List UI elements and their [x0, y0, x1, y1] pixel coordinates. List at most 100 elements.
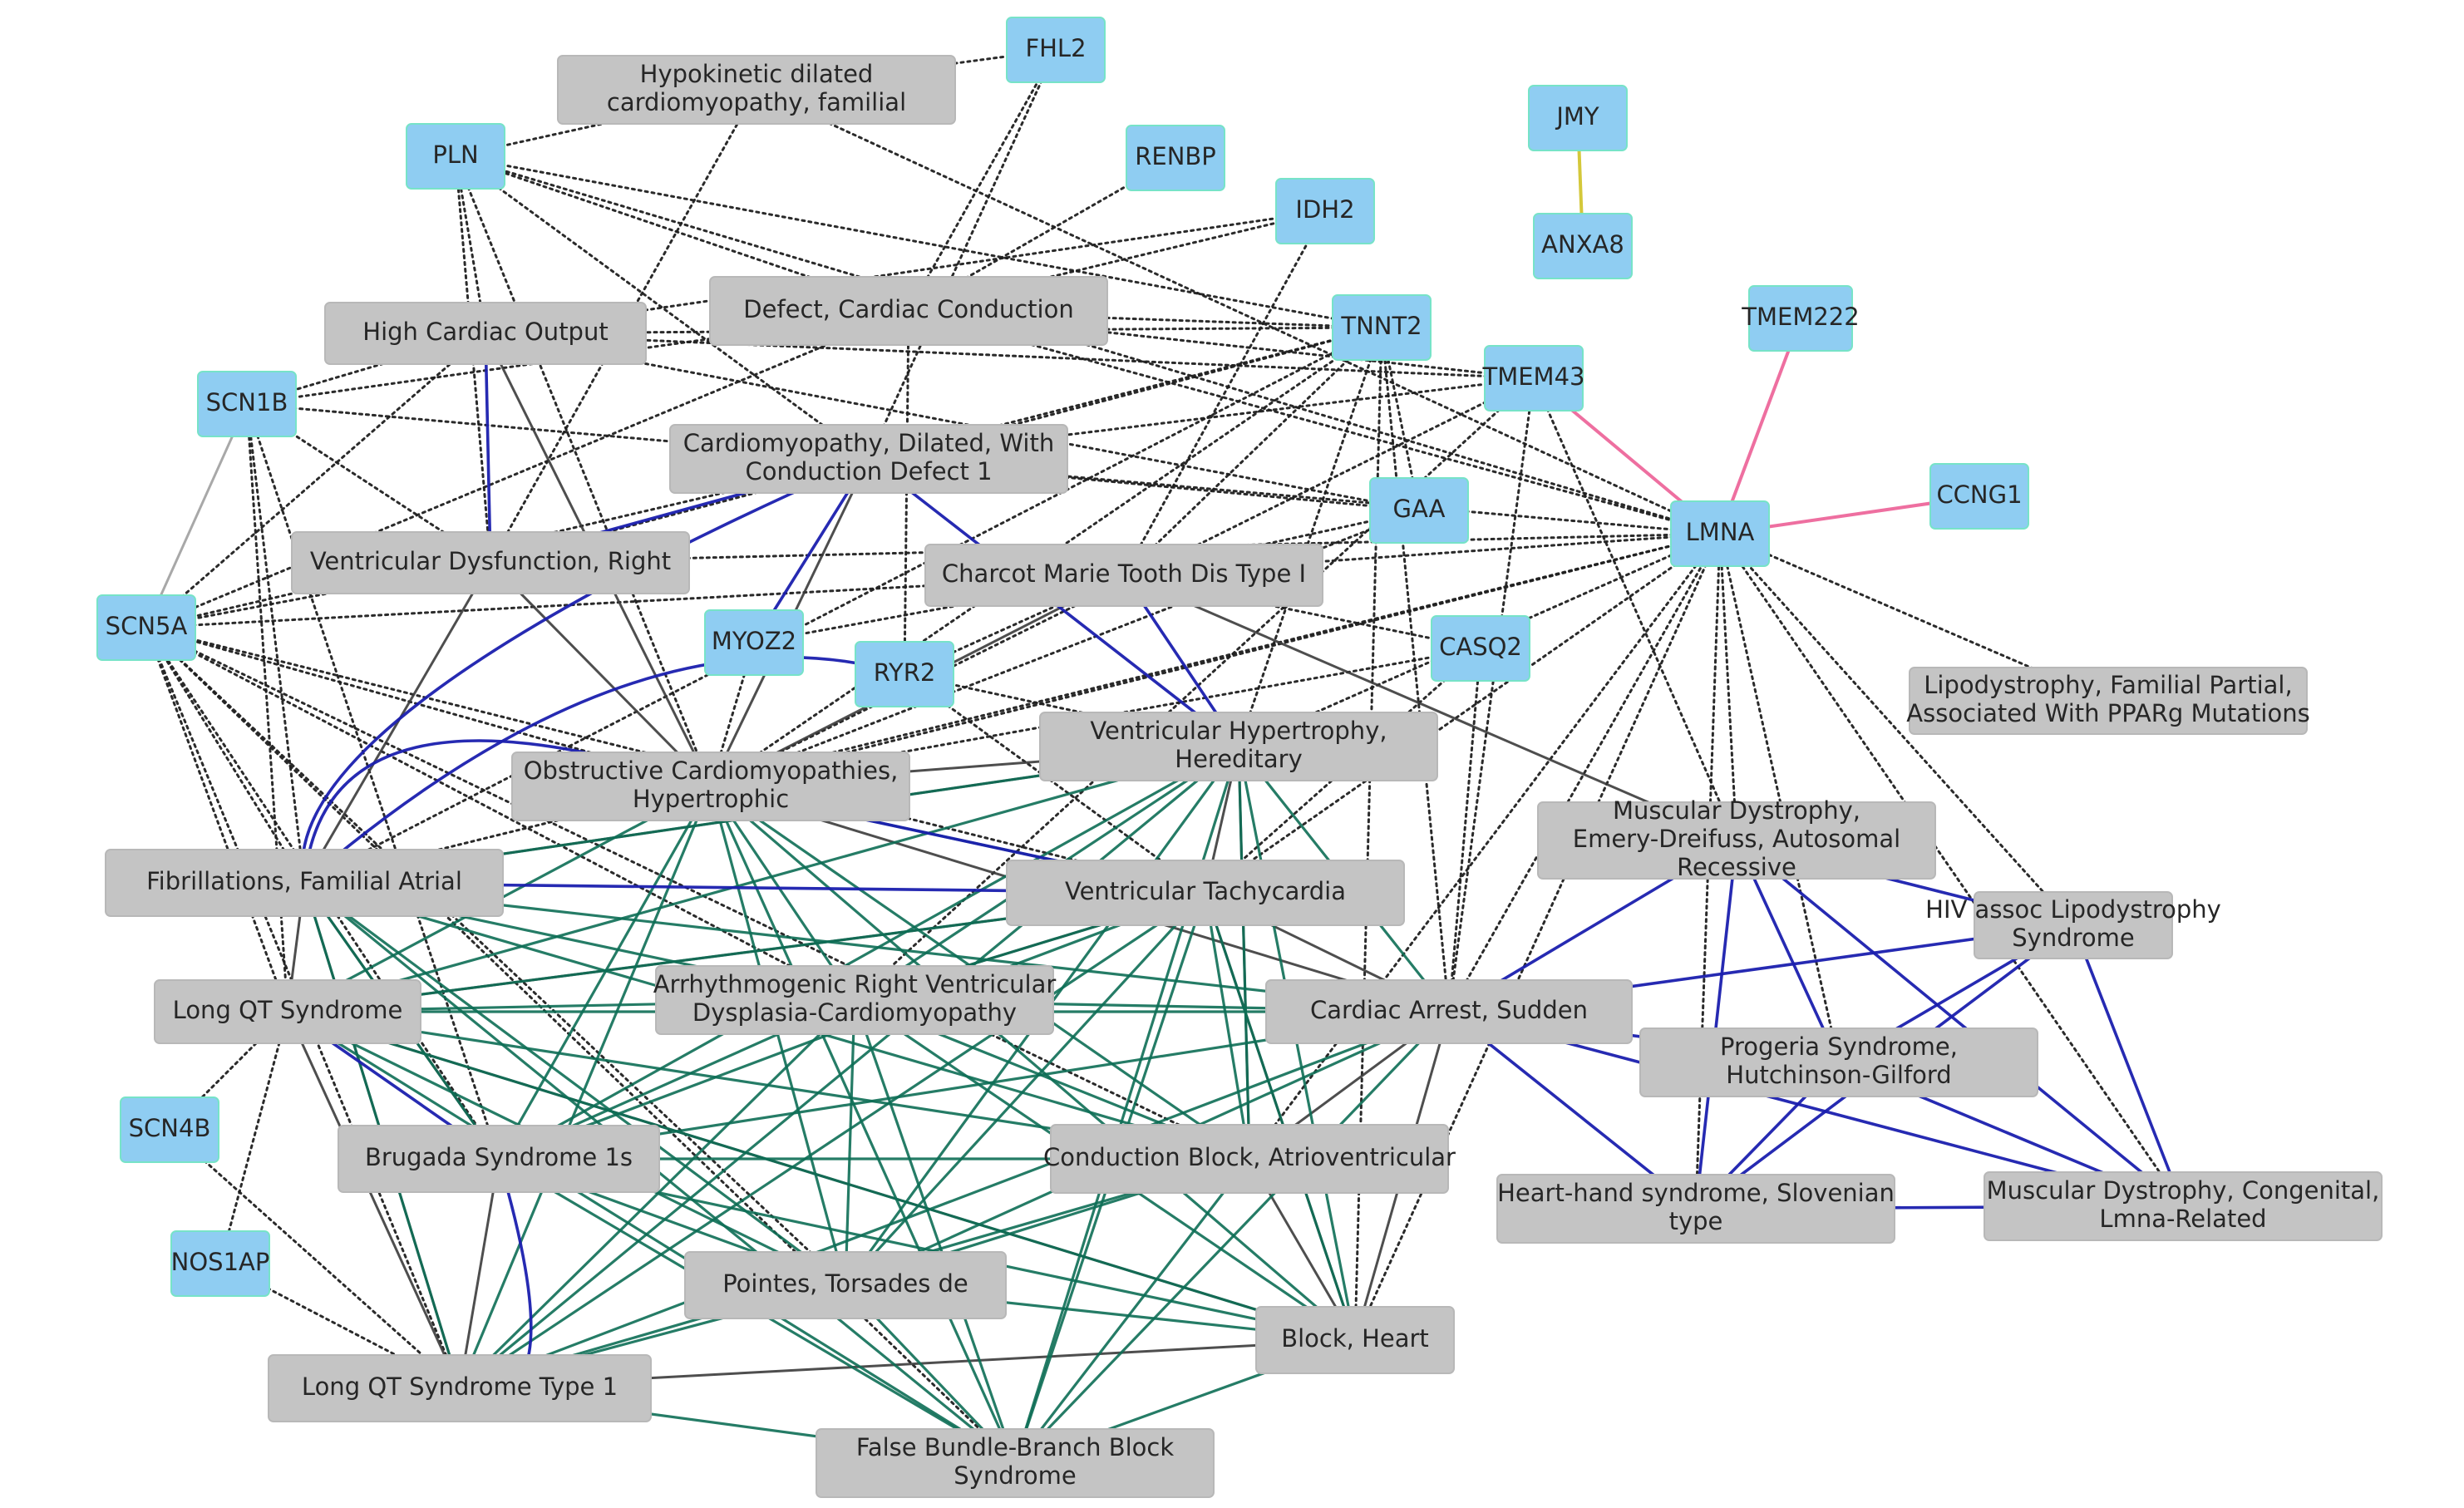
- edge-dark-cmt-mded: [1123, 574, 1737, 842]
- edge-green-vt-cba: [1204, 892, 1251, 1160]
- disease-node-vt[interactable]: Ventricular Tachycardia: [1006, 860, 1405, 926]
- node-box: [1484, 345, 1584, 411]
- gene-node-idh2[interactable]: IDH2: [1275, 178, 1375, 244]
- node-label: TMEM43: [1482, 362, 1585, 391]
- gene-node-ccng1[interactable]: CCNG1: [1929, 463, 2029, 530]
- gene-node-tmem43[interactable]: TMEM43: [1482, 345, 1585, 411]
- edge-green-lqt-bh: [287, 1010, 1356, 1342]
- disease-node-hco[interactable]: High Cardiac Output: [324, 302, 647, 365]
- gene-node-casq2[interactable]: CASQ2: [1431, 615, 1530, 682]
- edge-dotted-tmem43-mded: [1532, 377, 1738, 842]
- node-box: [1496, 1174, 1895, 1244]
- disease-node-vdr[interactable]: Ventricular Dysfunction, Right: [291, 531, 690, 594]
- edge-green-och-ptd: [709, 786, 847, 1286]
- node-label: Fibrillations, Familial Atrial: [146, 867, 462, 895]
- gene-node-gaa[interactable]: GAA: [1369, 477, 1469, 544]
- node-label: Lipodystrophy, Familial Partial,: [1924, 671, 2292, 699]
- node-box: [338, 1125, 660, 1193]
- disease-node-lqt[interactable]: Long QT Syndrome: [154, 979, 421, 1044]
- node-label: Heart-hand syndrome, Slovenian: [1497, 1179, 1895, 1207]
- node-box: [1984, 1171, 2383, 1241]
- disease-node-cba[interactable]: Conduction Block, Atrioventricular: [1043, 1124, 1456, 1194]
- node-label: IDH2: [1295, 195, 1354, 224]
- edge-dotted-idh2-dcc: [907, 209, 1327, 313]
- disease-node-mdc[interactable]: Muscular Dystrophy, Congenital,Lmna-Rela…: [1984, 1171, 2383, 1241]
- node-box: [1255, 1306, 1455, 1374]
- gene-node-anxa8[interactable]: ANXA8: [1533, 213, 1633, 279]
- disease-node-cdcd[interactable]: Cardiomyopathy, Dilated, WithConduction …: [669, 424, 1068, 494]
- edge-green-och-bh: [709, 785, 1357, 1342]
- disease-node-dcc[interactable]: Defect, Cardiac Conduction: [709, 276, 1108, 346]
- node-box: [1431, 615, 1530, 682]
- node-label: Conduction Defect 1: [745, 457, 992, 485]
- node-label: Ventricular Tachycardia: [1065, 877, 1346, 905]
- edge-dotted-scn1b-ffa: [245, 402, 306, 885]
- edge-dotted-fhl2-dcc: [907, 48, 1057, 313]
- disease-node-lqt1[interactable]: Long QT Syndrome Type 1: [268, 1354, 652, 1422]
- node-box: [406, 123, 505, 190]
- gene-node-lmna[interactable]: LMNA: [1670, 500, 1770, 567]
- edge-dotted-lmna-hiv: [1718, 532, 2075, 927]
- edge-dotted-scn5a-lqt: [145, 626, 289, 1013]
- gene-node-scn4b[interactable]: SCN4B: [120, 1097, 219, 1163]
- node-box: [1006, 860, 1405, 926]
- node-label: Emery-Dreifuss, Autosomal: [1573, 825, 1900, 853]
- node-box: [154, 979, 421, 1044]
- node-label: JMY: [1555, 102, 1599, 131]
- edge-dotted-lmna-cba: [1248, 532, 1722, 1161]
- edge-dotted-scn1b-bs1: [245, 402, 500, 1161]
- gene-node-ryr2[interactable]: RYR2: [855, 641, 954, 707]
- disease-node-och[interactable]: Obstructive Cardiomyopathies,Hypertrophi…: [511, 752, 910, 821]
- node-label: Muscular Dystrophy,: [1613, 796, 1860, 825]
- edge-blue-ffa-ryr2: [303, 655, 905, 885]
- node-box: [1265, 979, 1633, 1044]
- edge-green-och-arvd: [709, 786, 856, 1001]
- gene-node-tnnt2[interactable]: TNNT2: [1332, 294, 1432, 361]
- node-box: [704, 609, 804, 676]
- disease-node-lfp[interactable]: Lipodystrophy, Familial Partial,Associat…: [1906, 667, 2310, 735]
- disease-node-arvd[interactable]: Arrhythmogenic Right VentricularDysplasi…: [653, 965, 1057, 1035]
- gene-node-renbp[interactable]: RENBP: [1126, 125, 1225, 191]
- node-box: [1332, 294, 1432, 361]
- gene-node-tmem222[interactable]: TMEM222: [1741, 285, 1860, 352]
- disease-node-ffa[interactable]: Fibrillations, Familial Atrial: [105, 849, 504, 917]
- disease-node-bh[interactable]: Block, Heart: [1255, 1306, 1455, 1374]
- disease-node-cmt[interactable]: Charcot Marie Tooth Dis Type I: [924, 544, 1323, 607]
- disease-node-ptd[interactable]: Pointes, Torsades de: [684, 1251, 1007, 1319]
- disease-node-bs1[interactable]: Brugada Syndrome 1s: [338, 1125, 660, 1193]
- gene-node-myoz2[interactable]: MYOZ2: [704, 609, 804, 676]
- edge-dotted-fhl2-cdcd: [867, 48, 1057, 461]
- edge-dotted-scn4b-lqt1: [168, 1128, 461, 1390]
- node-label: LMNA: [1686, 518, 1755, 546]
- gene-node-fhl2[interactable]: FHL2: [1006, 17, 1106, 83]
- edge-green-vt-ptd: [844, 891, 1207, 1287]
- edge-dotted-idh2-cmt: [1122, 209, 1327, 577]
- edge-grey-scn1b-scn5a: [145, 403, 249, 628]
- gene-node-pln[interactable]: PLN: [406, 123, 505, 190]
- gene-node-jmy[interactable]: JMY: [1528, 85, 1628, 151]
- disease-node-pshg[interactable]: Progeria Syndrome,Hutchinson-Gilford: [1639, 1028, 2038, 1097]
- disease-node-cas[interactable]: Cardiac Arrest, Sudden: [1265, 979, 1633, 1044]
- node-box: [1909, 667, 2308, 735]
- disease-node-mded[interactable]: Muscular Dystrophy,Emery-Dreifuss, Autos…: [1537, 796, 1936, 881]
- edge-dotted-scn5a-hco: [145, 332, 487, 629]
- disease-node-vhh[interactable]: Ventricular Hypertrophy,Hereditary: [1039, 712, 1438, 781]
- node-box: [1537, 801, 1936, 880]
- node-box: [1639, 1028, 2038, 1097]
- node-label: Long QT Syndrome: [173, 996, 403, 1024]
- gene-node-scn1b[interactable]: SCN1B: [197, 371, 297, 437]
- node-box: [655, 965, 1054, 1035]
- gene-node-nos1ap[interactable]: NOS1AP: [170, 1230, 270, 1297]
- edge-dark-bs1-lqt1: [458, 1158, 500, 1389]
- node-box: [684, 1251, 1007, 1319]
- node-label: MYOZ2: [712, 627, 796, 655]
- gene-node-scn5a[interactable]: SCN5A: [96, 594, 196, 661]
- node-label: ANXA8: [1541, 230, 1624, 259]
- node-label: type: [1669, 1207, 1723, 1235]
